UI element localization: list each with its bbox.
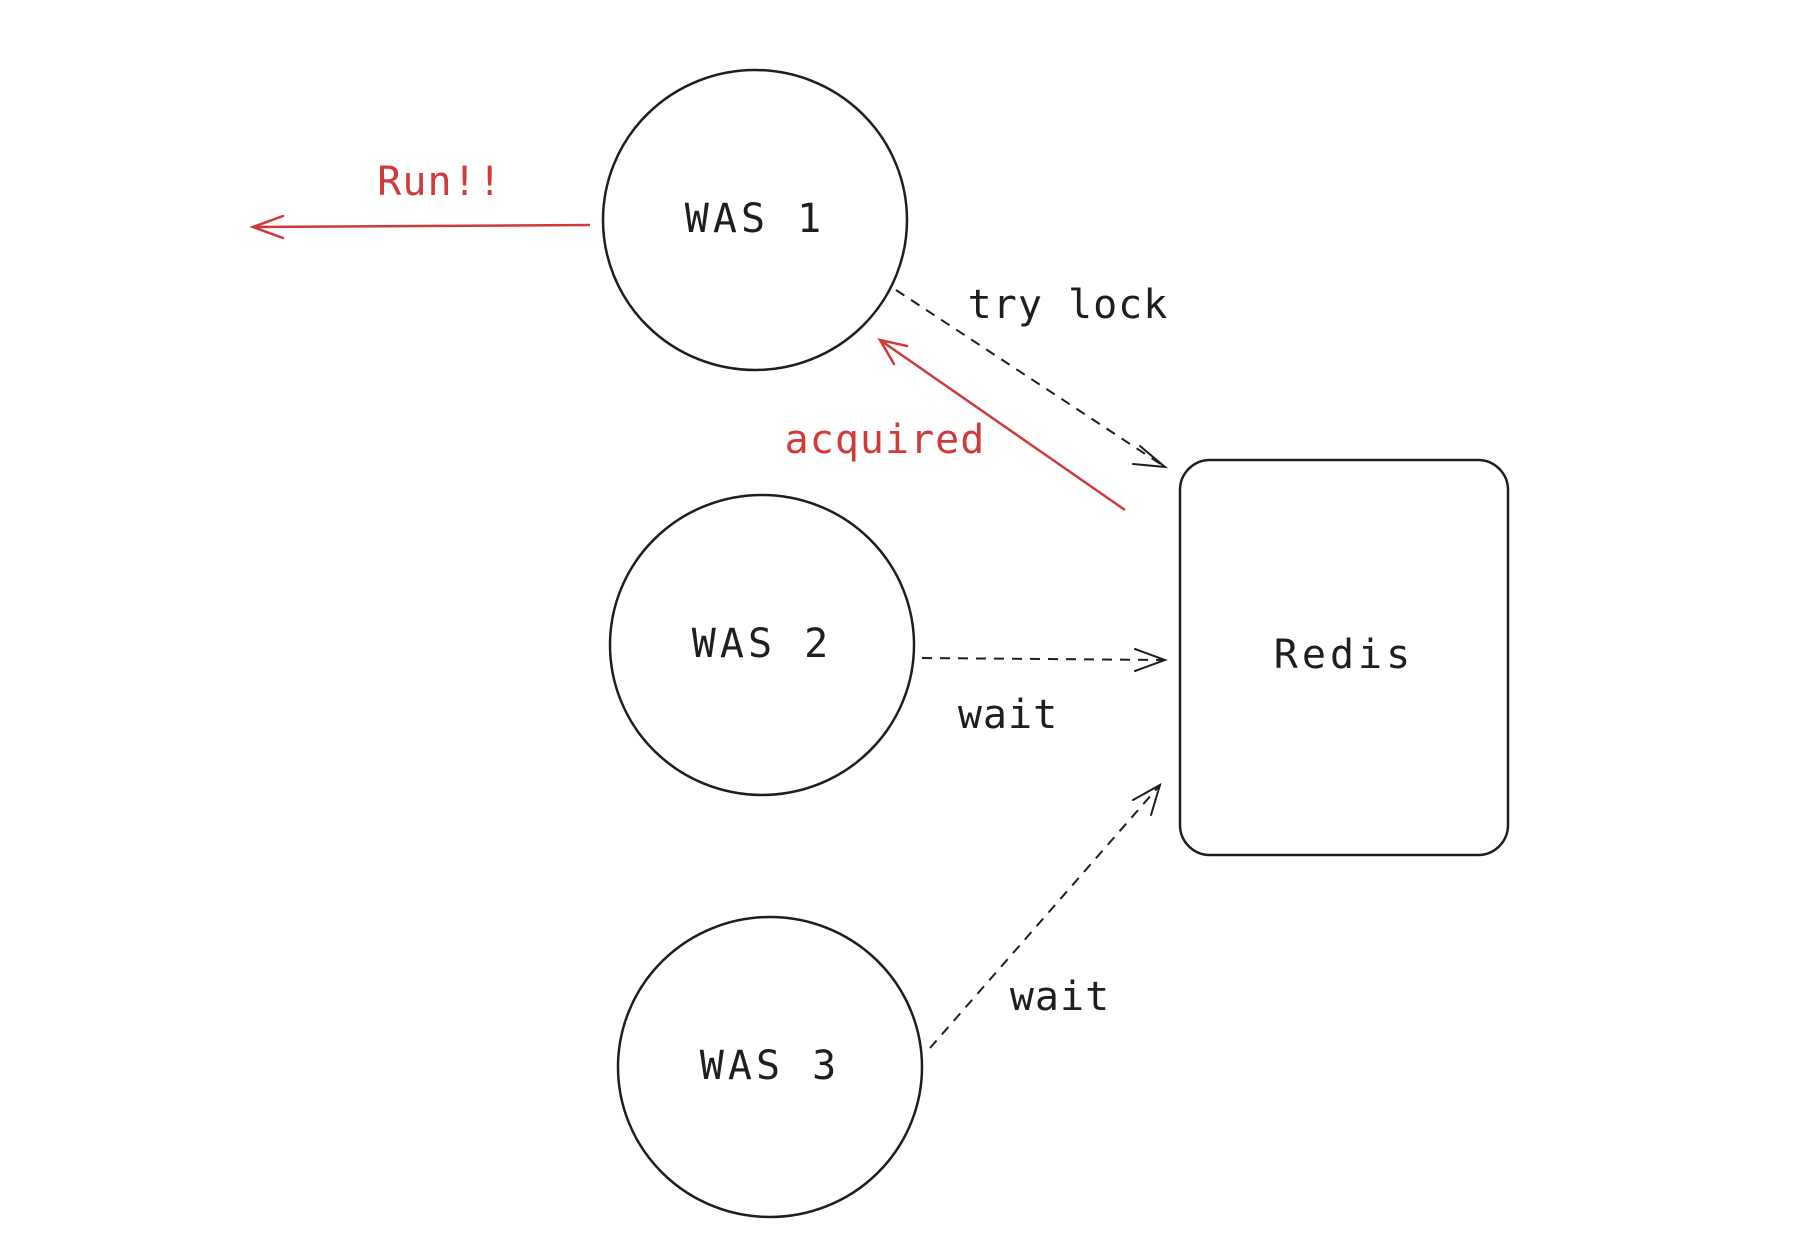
node-was3[interactable]: WAS 3 bbox=[616, 915, 924, 1219]
edge-try-lock: try lock bbox=[895, 282, 1169, 469]
redis-box bbox=[1178, 458, 1510, 857]
was3-circle bbox=[616, 915, 924, 1219]
wait-was2-arrowhead bbox=[1134, 648, 1168, 672]
wait-was2-label: wait bbox=[958, 692, 1058, 738]
acquired-arrow-line bbox=[879, 338, 1126, 512]
wait-was2-arrow-line bbox=[921, 657, 1166, 661]
node-was2[interactable]: WAS 2 bbox=[608, 493, 916, 797]
edge-wait-was3: wait bbox=[929, 782, 1162, 1049]
node-redis[interactable]: Redis bbox=[1178, 458, 1510, 857]
run-label: Run!! bbox=[377, 159, 502, 205]
acquired-label: acquired bbox=[785, 417, 986, 463]
acquired-arrowhead bbox=[877, 338, 909, 366]
run-arrow-line bbox=[252, 223, 591, 229]
wait-was3-arrow-line bbox=[929, 784, 1161, 1049]
was1-circle bbox=[601, 68, 909, 372]
try-lock-arrowhead bbox=[1132, 445, 1169, 469]
edge-wait-was2: wait bbox=[921, 648, 1168, 738]
edge-acquired: acquired bbox=[785, 338, 1126, 512]
was1-label: WAS 1 bbox=[685, 196, 825, 242]
run-arrowhead bbox=[249, 214, 285, 240]
was3-label: WAS 3 bbox=[700, 1043, 840, 1089]
redis-label: Redis bbox=[1274, 632, 1414, 678]
was2-circle bbox=[608, 493, 916, 797]
try-lock-label: try lock bbox=[968, 282, 1169, 328]
was2-label: WAS 2 bbox=[692, 621, 832, 667]
edge-run: Run!! bbox=[249, 159, 591, 240]
node-was1[interactable]: WAS 1 bbox=[601, 68, 909, 372]
wait-was3-arrowhead bbox=[1132, 782, 1162, 816]
wait-was3-label: wait bbox=[1010, 974, 1110, 1020]
